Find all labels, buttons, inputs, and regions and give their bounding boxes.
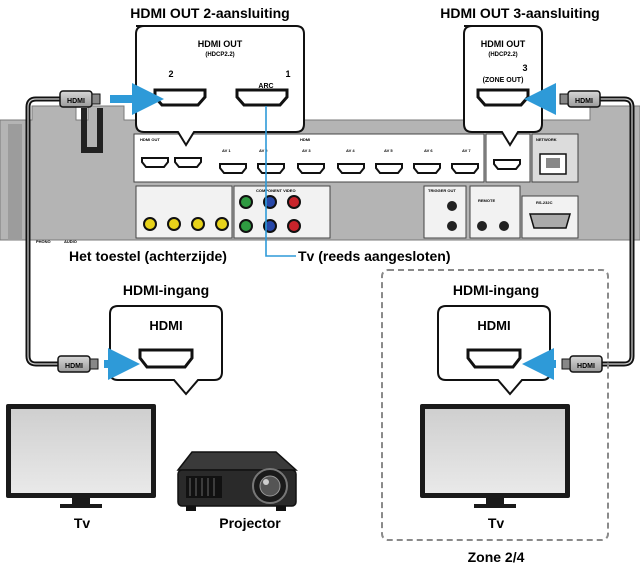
svg-text:AV 4: AV 4 — [346, 148, 355, 153]
callout-out3-title: HDMI OUT — [481, 39, 526, 49]
panel-phono-label: PHONO — [36, 239, 51, 244]
zone-region — [381, 269, 609, 541]
panel-hdmi-out-label: HDMI OUT — [140, 137, 160, 142]
hdmi-plug-right-top: HDMI — [559, 90, 601, 108]
callout-hdmi-input-left: HDMI — [109, 305, 223, 396]
callout-out2-port-right: 1 — [285, 69, 290, 79]
svg-text:AV 1: AV 1 — [222, 148, 231, 153]
svg-text:AV 6: AV 6 — [424, 148, 433, 153]
panel-hdmi-in-label: HDMI — [300, 137, 310, 142]
svg-text:AV 5: AV 5 — [384, 148, 393, 153]
label-receiver-rear: Het toestel (achterzijde) — [69, 248, 227, 264]
panel-network-label: NETWORK — [536, 137, 557, 142]
receiver-rear-panel: HDMI HDMI OUT AV 1 AV 2 AV 3 AV 4 AV 5 A… — [0, 105, 640, 244]
callout-out3-port: 3 — [522, 63, 527, 73]
panel-remote-label: REMOTE — [478, 198, 495, 203]
label-hdmi-input-left: HDMI-ingang — [123, 282, 209, 298]
callout-hdmi-out-3: HDMI OUT (HDCP2.2) 3 (ZONE OUT) — [463, 25, 543, 147]
tv-connected-leader — [265, 106, 296, 257]
panel-hdmi-in-ports: AV 1 AV 2 AV 3 AV 4 AV 5 AV 6 AV 7 — [219, 148, 479, 174]
tv-left-icon — [6, 404, 156, 508]
svg-text:AV 7: AV 7 — [462, 148, 471, 153]
hdmi-cable-left — [25, 96, 92, 367]
callout-input-left-title: HDMI — [149, 318, 182, 333]
hdmi-port-input-left-icon — [138, 348, 194, 369]
label-tv-right: Tv — [488, 515, 505, 531]
callout-out2-sub: (HDCP2.2) — [205, 52, 234, 58]
panel-component-label: COMPONENT VIDEO — [256, 188, 296, 193]
callout-out2-arc: ARC — [258, 83, 273, 90]
panel-audio-label: AUDIO — [64, 239, 77, 244]
callout-out2-port-left: 2 — [168, 69, 173, 79]
panel-hdmi-out-ports — [141, 157, 202, 168]
label-projector: Projector — [219, 515, 281, 531]
panel-rca-jacks — [143, 217, 229, 231]
svg-text:AV 3: AV 3 — [302, 148, 311, 153]
callout-out2-title: HDMI OUT — [198, 39, 243, 49]
svg-text:HDMI: HDMI — [67, 98, 85, 105]
label-hdmi-out-2: HDMI OUT 2-aansluiting — [130, 5, 289, 21]
panel-component-jacks — [239, 195, 301, 233]
hdmi-port-out3-icon — [476, 88, 530, 107]
hdmi-plug-left-bottom: HDMI — [57, 355, 99, 373]
svg-text:HDMI: HDMI — [577, 363, 595, 370]
callout-out3-sub: (HDCP2.2) — [488, 52, 517, 58]
svg-text:HDMI: HDMI — [575, 98, 593, 105]
callout-input-right-title: HDMI — [477, 318, 510, 333]
svg-text:AV 2: AV 2 — [259, 148, 268, 153]
label-zone: Zone 2/4 — [468, 549, 525, 565]
label-hdmi-out-3: HDMI OUT 3-aansluiting — [440, 5, 599, 21]
tv-right-icon — [420, 404, 570, 508]
svg-text:HDMI: HDMI — [65, 363, 83, 370]
panel-rs232c-label: RS-232C — [536, 200, 553, 205]
panel-trigger-label: TRIGGER OUT — [428, 188, 456, 193]
hdmi-plug-right-bottom: HDMI — [561, 355, 603, 373]
label-tv-left: Tv — [74, 515, 91, 531]
hdmi-port-out1-icon — [235, 88, 289, 107]
hdmi-plug-left-top: HDMI — [59, 90, 101, 108]
callout-out3-zone: (ZONE OUT) — [483, 77, 524, 84]
label-tv-connected: Tv (reeds aangesloten) — [298, 248, 451, 264]
hdmi-cable-right — [600, 96, 635, 367]
callout-hdmi-out-2: HDMI OUT (HDCP2.2) 2 1 ARC — [135, 25, 305, 147]
label-hdmi-input-right: HDMI-ingang — [453, 282, 539, 298]
hdmi-port-input-right-icon — [466, 348, 522, 369]
callout-hdmi-input-right: HDMI — [437, 305, 551, 396]
projector-icon — [176, 451, 298, 511]
hdmi-port-out2-icon — [153, 88, 207, 107]
